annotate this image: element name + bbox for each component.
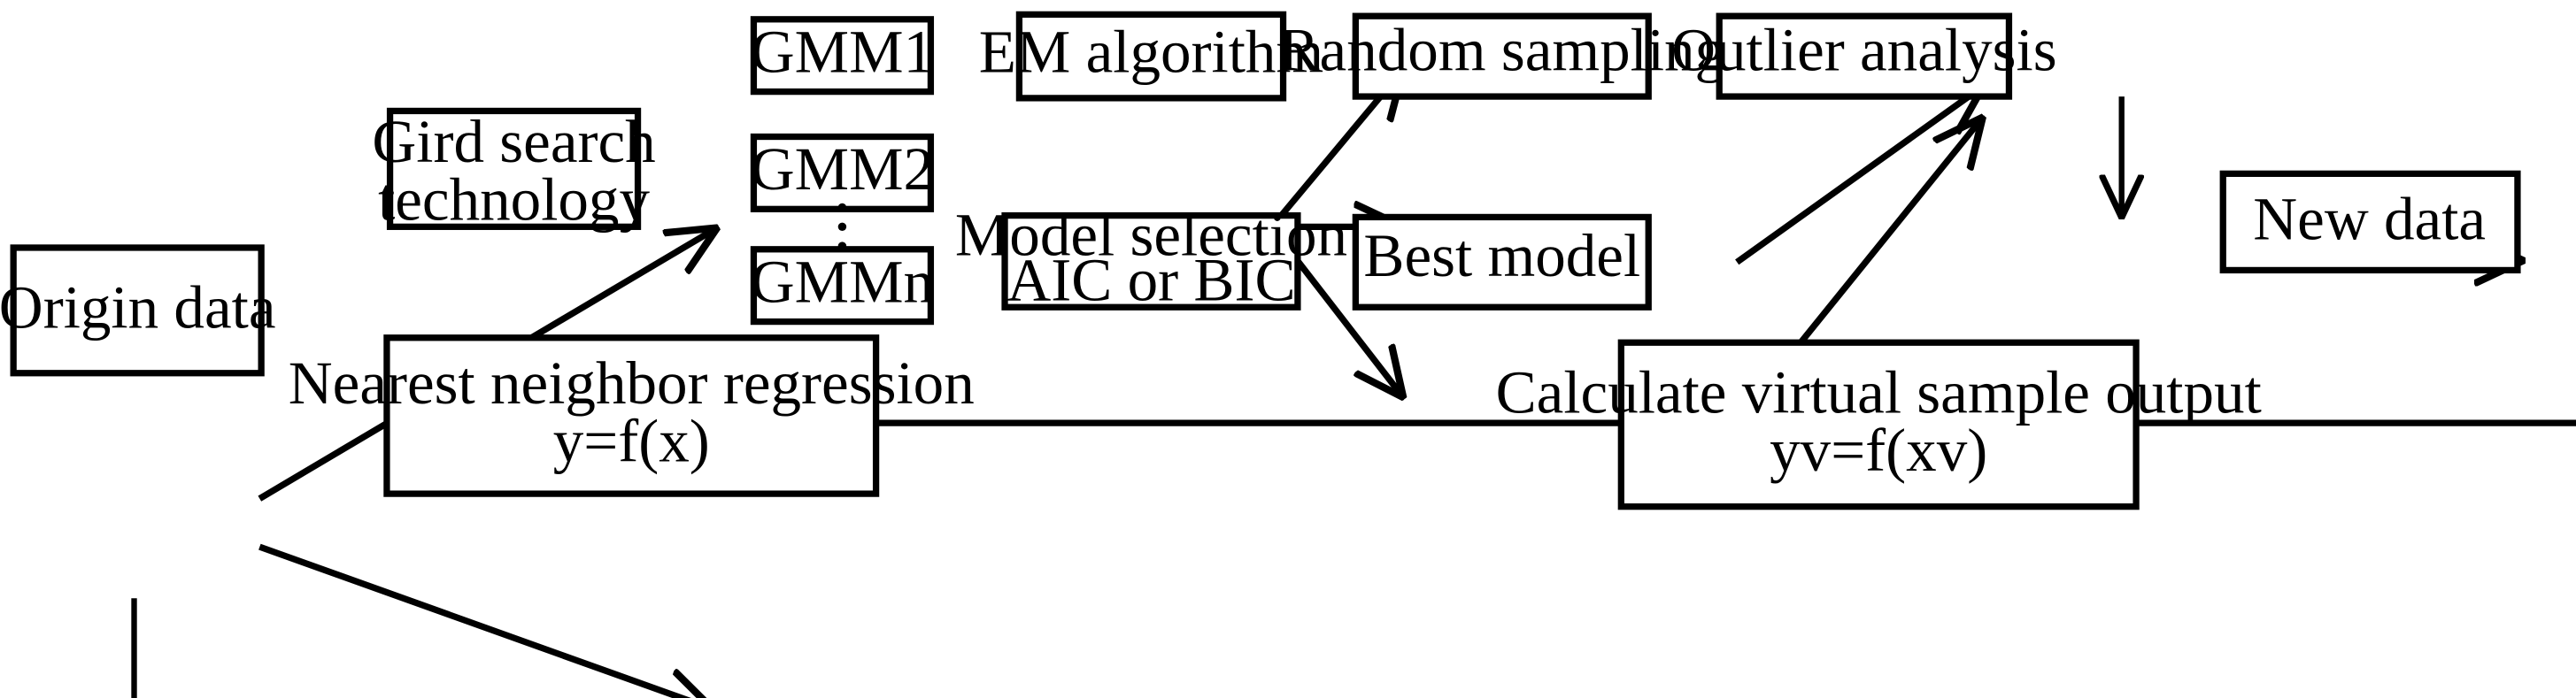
node-random-sampling[interactable]: Random sampling [1278,12,1725,100]
node-gmmn-label: GMMn [751,247,934,315]
node-model-selection-label-line1: Model selection [955,201,1347,269]
gmm-ellipsis [837,203,847,250]
node-new-data-label: New data [2253,184,2486,252]
node-outlier-analysis[interactable]: Outlier analysis [1671,12,2057,100]
node-nearest-neighbor-label-line2: y=f(x) [553,406,710,474]
node-calculate-output-label-line2: yv=f(xv) [1770,416,1987,484]
node-best-model[interactable]: Best model [1352,213,1652,311]
edge-origin-to-nearest [258,543,708,698]
node-em-algorithm-label: EM algorithm [979,17,1323,85]
node-gmm2[interactable]: GMM2 [751,133,934,212]
node-best-model-label: Best model [1363,221,1640,289]
node-calculate-virtual-sample-output[interactable]: Calculate virtual sample output yv=f(xv) [1496,339,2262,510]
node-model-selection[interactable]: Model selection AIC or BIC [955,201,1347,314]
node-gird-search-label-line2: technology [378,165,650,234]
node-origin-data-label: Origin data [0,272,275,341]
node-random-sampling-label: Random sampling [1278,15,1725,83]
node-em-algorithm[interactable]: EM algorithm [979,11,1323,102]
node-gird-search-technology[interactable]: Gird search technology [372,107,655,233]
node-gird-search-label-line1: Gird search [372,107,655,175]
node-model-selection-label-line2: AIC or BIC [1006,245,1295,313]
node-nearest-neighbor-label-line1: Nearest neighbor regression [289,349,975,417]
node-outlier-analysis-label: Outlier analysis [1671,15,2056,83]
edge-gmm2-to-em [1735,88,1980,265]
node-nearest-neighbor-regression[interactable]: Nearest neighbor regression y=f(x) [289,334,975,497]
node-gmmn[interactable]: GMMn [751,246,934,326]
node-gmm1[interactable]: GMM1 [751,16,934,96]
node-gmm2-label: GMM2 [751,134,934,203]
node-origin-data[interactable]: Origin data [0,244,275,377]
node-calculate-output-label-line1: Calculate virtual sample output [1496,358,2262,426]
node-new-data[interactable]: New data [2219,170,2521,274]
node-gmm1-label: GMM1 [751,17,934,85]
